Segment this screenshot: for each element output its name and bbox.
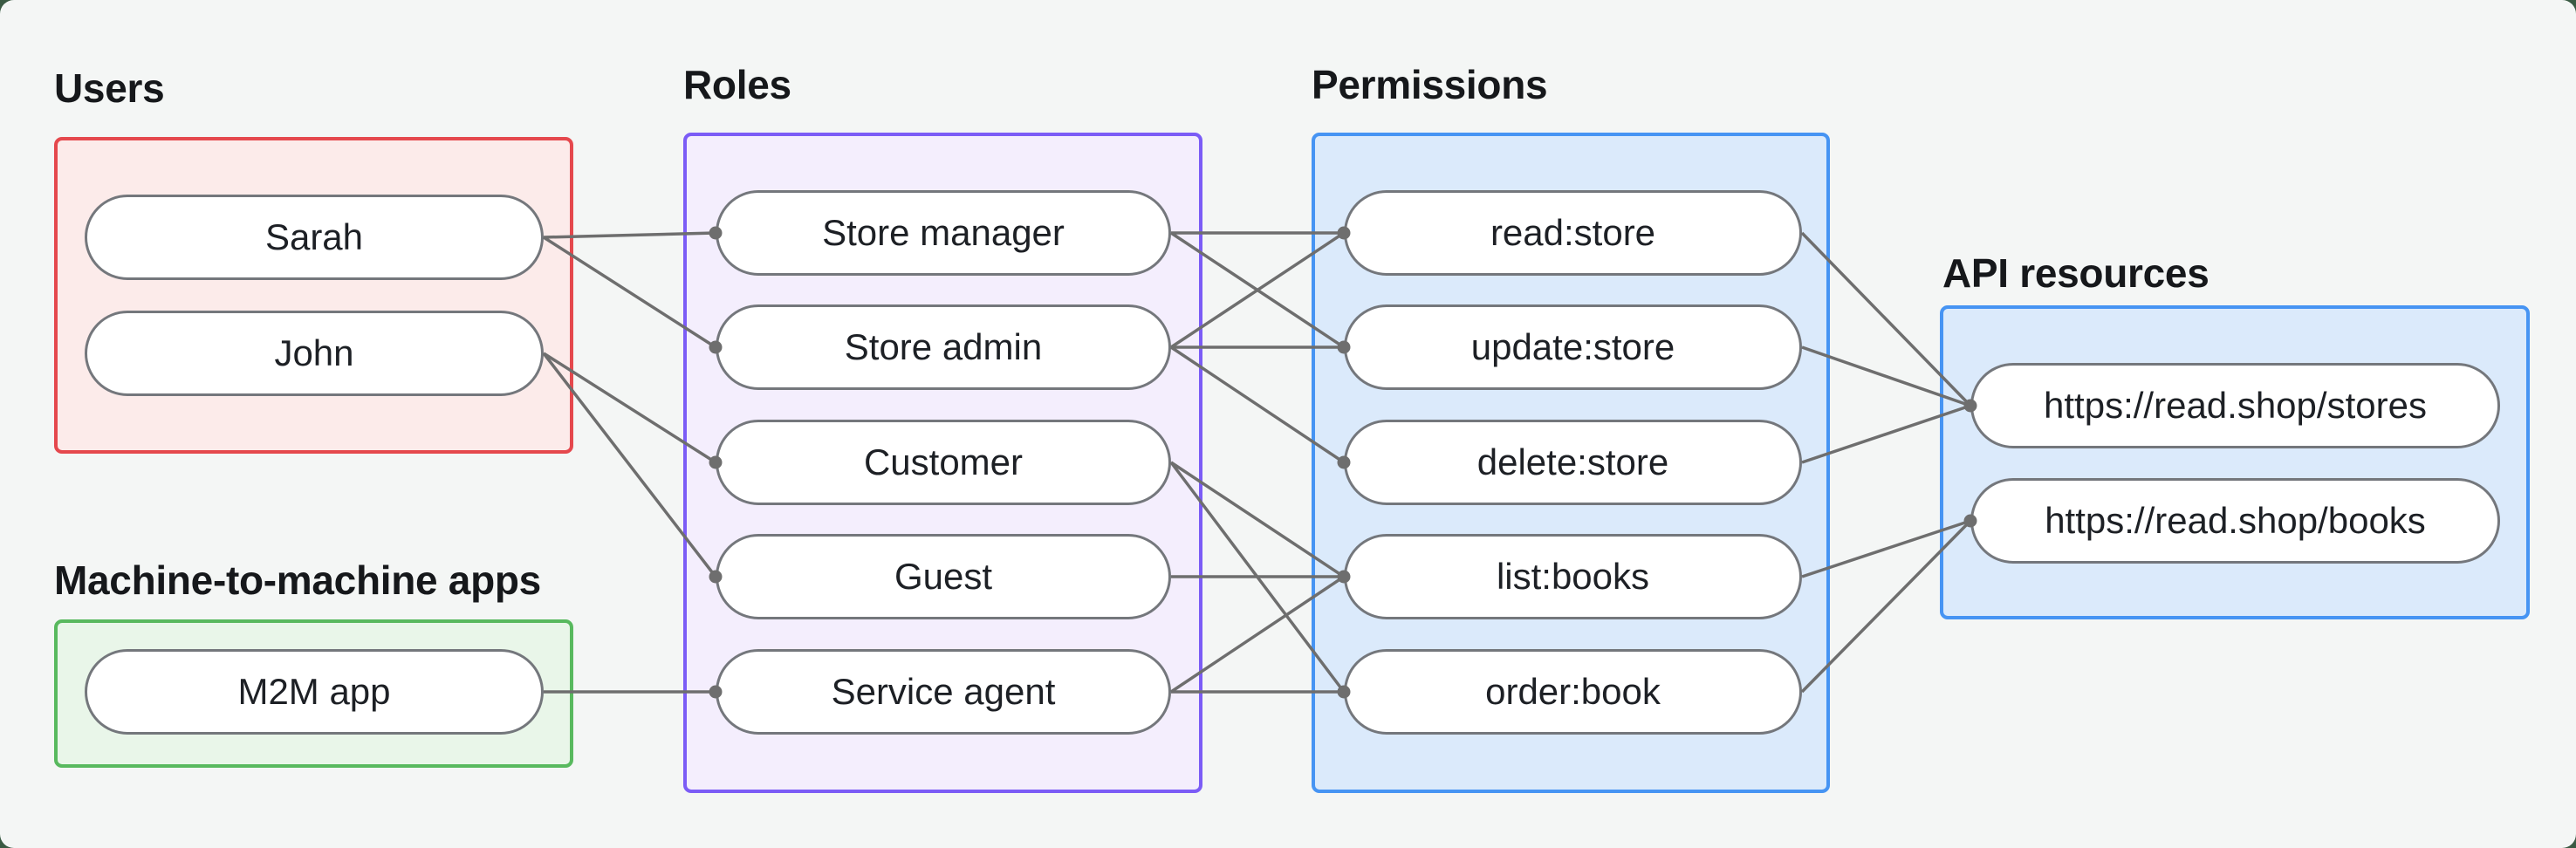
node-books_api: https://read.shop/books xyxy=(1970,478,2500,564)
node-sarah: Sarah xyxy=(85,195,544,280)
group-label-users: Users xyxy=(54,65,165,111)
node-store_admin: Store admin xyxy=(716,304,1171,390)
node-stores_api: https://read.shop/stores xyxy=(1970,363,2500,448)
group-label-m2m: Machine-to-machine apps xyxy=(54,557,541,603)
node-read_store: read:store xyxy=(1344,190,1802,276)
node-store_manager: Store manager xyxy=(716,190,1171,276)
node-john: John xyxy=(85,311,544,396)
node-service_agent: Service agent xyxy=(716,649,1171,735)
group-box-api xyxy=(1940,305,2530,619)
node-update_store: update:store xyxy=(1344,304,1802,390)
group-box-users xyxy=(54,137,573,454)
node-delete_store: delete:store xyxy=(1344,420,1802,505)
group-label-permissions: Permissions xyxy=(1312,62,1548,107)
group-label-api: API resources xyxy=(1942,250,2209,296)
node-order_book: order:book xyxy=(1344,649,1802,735)
group-label-roles: Roles xyxy=(683,62,791,107)
node-guest: Guest xyxy=(716,534,1171,619)
node-customer: Customer xyxy=(716,420,1171,505)
node-list_books: list:books xyxy=(1344,534,1802,619)
node-m2m_app: M2M app xyxy=(85,649,544,735)
